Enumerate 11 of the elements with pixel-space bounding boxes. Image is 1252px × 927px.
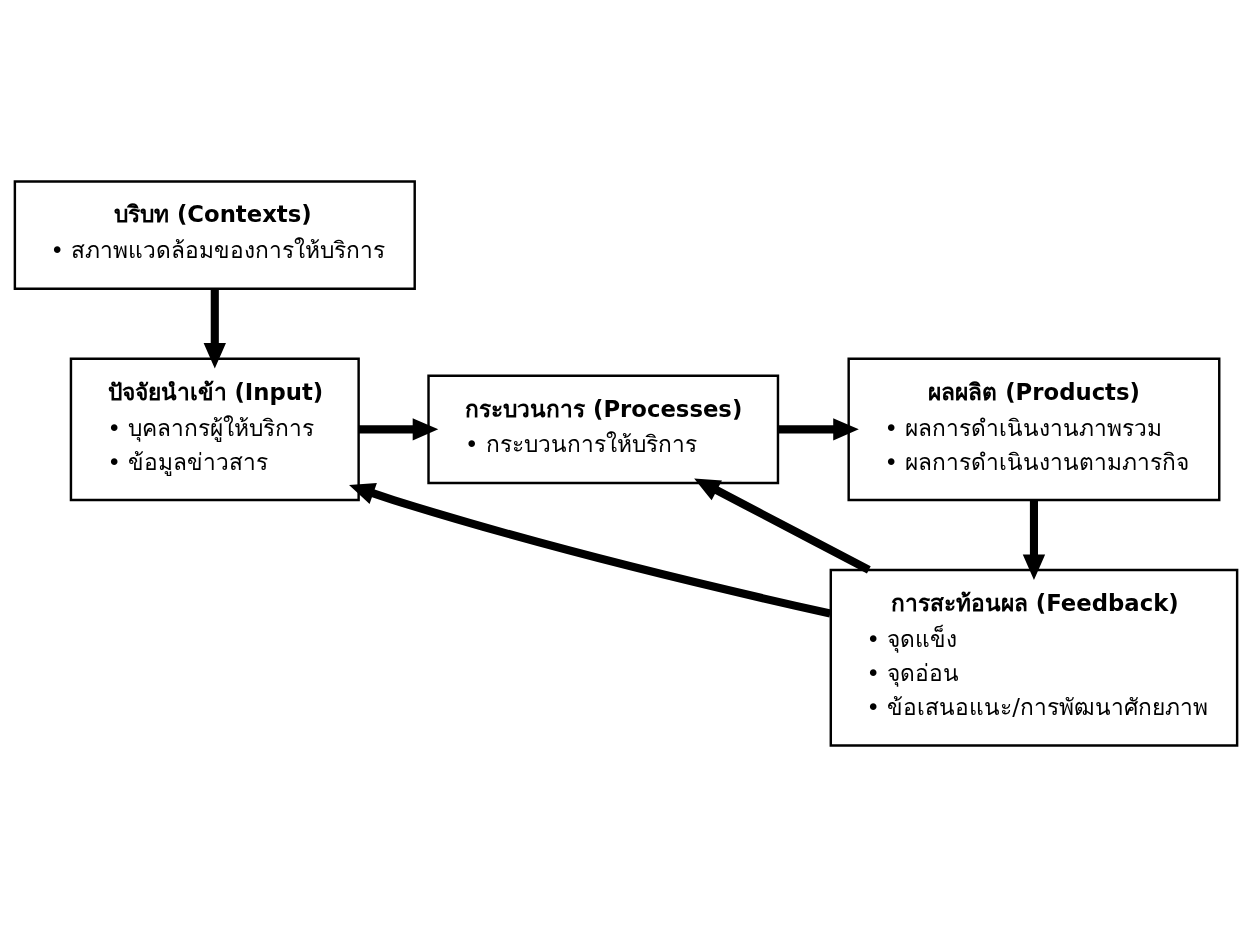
arrow — [349, 482, 832, 618]
node-box: ผลผลิต (Products) • ผลการดำเนินงานภาพรวม • ผลการดำเนินงานตามภารกิจ — [847, 357, 1221, 502]
arrow — [694, 478, 871, 574]
node-box: ปัจจัยนำเข้า (Input) • บุคลากรผู้ให้บริการ • ข้อมูลข่าวสาร — [69, 357, 360, 502]
arrow — [1022, 500, 1046, 581]
node-box: บริบท (Contexts) • สภาพแวดล้อมของการให้บริการ — [13, 180, 416, 290]
arrow — [203, 288, 226, 369]
arrow — [358, 418, 439, 441]
node-box: กระบวนการ (Processes) • กระบวนการให้บริการ — [427, 374, 780, 485]
arrow — [778, 418, 859, 441]
node-box: การสะท้อนผล (Feedback) • จุดแข็ง • จุดอ่อน • ข้อเสนอแนะ/การพัฒนาศักยภาพ — [829, 568, 1239, 747]
